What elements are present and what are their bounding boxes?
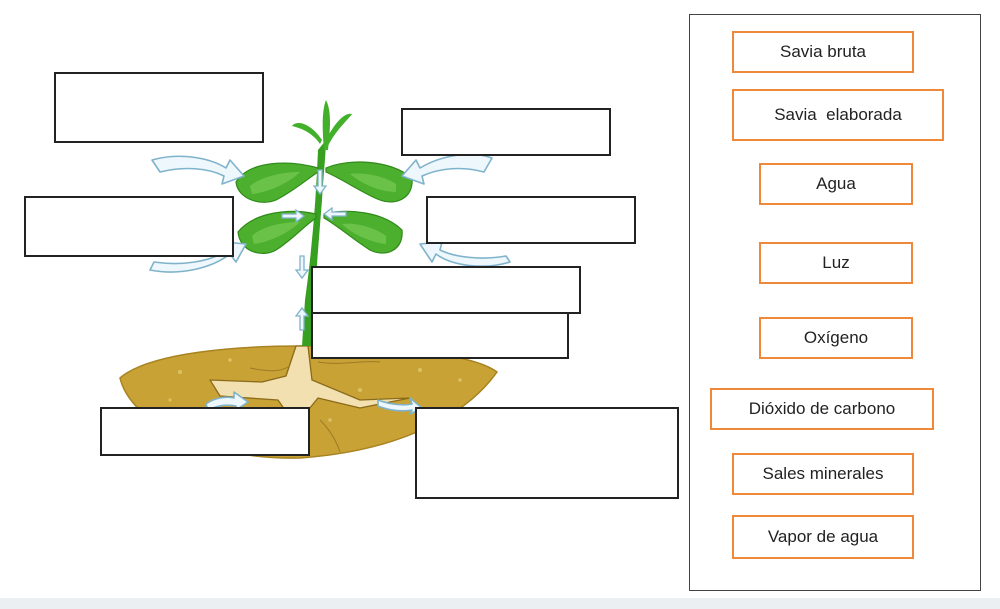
chip-agua[interactable]: Agua [759,163,913,205]
drop-box-2[interactable] [401,108,611,156]
chip-luz[interactable]: Luz [759,242,913,284]
root-hairs [249,361,381,453]
drop-box-6[interactable] [311,312,569,359]
chip-vapor-de-agua[interactable]: Vapor de agua [732,515,914,559]
drop-box-4[interactable] [426,196,636,244]
stem-flow-arrows [281,169,347,331]
drop-box-5[interactable] [311,266,581,314]
drop-box-8[interactable] [415,407,679,499]
chip-sales-minerales[interactable]: Sales minerales [732,453,914,495]
drop-box-7[interactable] [100,407,310,456]
flow-arrow-icon [149,153,511,415]
word-bank-panel: Savia bruta Savia elaborada Agua Luz Oxí… [689,14,981,591]
bottom-band [0,598,1000,609]
top-bud [292,100,352,150]
chip-savia-elaborada[interactable]: Savia elaborada [732,89,944,141]
drop-box-3[interactable] [24,196,234,257]
leaf-highlights [250,172,396,244]
chip-savia-bruta[interactable]: Savia bruta [732,31,914,73]
chip-dioxido-de-carbono[interactable]: Dióxido de carbono [710,388,934,430]
drop-box-1[interactable] [54,72,264,143]
chip-oxigeno[interactable]: Oxígeno [759,317,913,359]
